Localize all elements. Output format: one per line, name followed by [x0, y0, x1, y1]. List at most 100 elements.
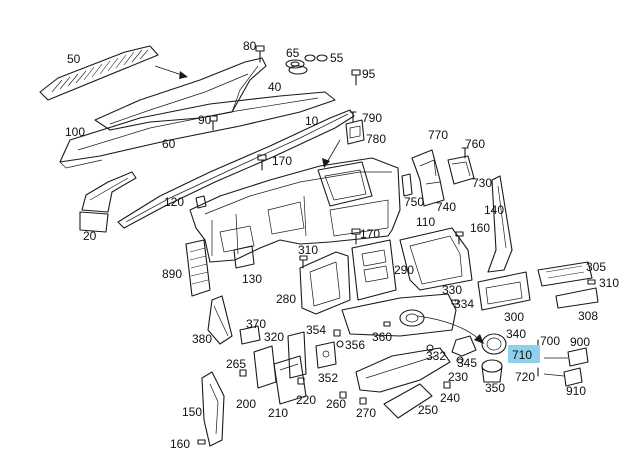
- part-910-module: [543, 367, 583, 387]
- label-240: 240: [440, 391, 460, 405]
- label-305: 305: [586, 260, 606, 274]
- label-360: 360: [372, 330, 392, 344]
- label-790: 790: [362, 111, 382, 125]
- part-305-grille: [537, 261, 593, 287]
- assembly-arrow-50: [154, 65, 188, 79]
- part-40-defroster-duct: [94, 57, 267, 131]
- part-280-center-frame: [299, 251, 351, 315]
- highlight-710: [508, 345, 540, 363]
- part-50-vent-panel: [39, 45, 159, 101]
- label-308: 308: [578, 309, 598, 323]
- label-80: 80: [243, 39, 257, 53]
- label-10: 10: [305, 114, 319, 128]
- part-310-screw-a: [299, 255, 308, 269]
- callout-labels: 50 80 65 55 95 40 790 90 10 100 770 780 …: [65, 39, 619, 451]
- part-230-lower-trim: [355, 347, 451, 393]
- label-356: 356: [345, 338, 365, 352]
- label-334: 334: [454, 297, 474, 311]
- part-345-clip: [456, 356, 464, 364]
- label-170b: 170: [360, 227, 380, 241]
- label-210: 210: [268, 406, 288, 420]
- part-210-panel: [273, 355, 307, 405]
- part-100-dash-cover: [59, 91, 336, 169]
- part-250-lower-cover: [383, 383, 433, 419]
- part-140-side-trim: [487, 175, 513, 273]
- label-330: 330: [442, 283, 462, 297]
- part-170-screw-a: [257, 154, 267, 171]
- label-780: 780: [366, 132, 386, 146]
- part-60-trim-strip: [117, 109, 355, 229]
- label-310b: 310: [599, 276, 619, 290]
- label-300: 300: [504, 310, 524, 324]
- label-760: 760: [465, 137, 485, 151]
- label-354: 354: [306, 323, 326, 337]
- part-750-bracket: [401, 173, 413, 197]
- part-120-clip: [195, 195, 207, 209]
- part-330-console-trim: [341, 293, 457, 337]
- label-750: 750: [404, 195, 424, 209]
- part-110-display-frame: [399, 227, 473, 291]
- label-20: 20: [83, 229, 97, 243]
- part-332-clip: [426, 344, 434, 352]
- label-332: 332: [426, 349, 446, 363]
- label-120: 120: [164, 195, 184, 209]
- label-720: 720: [515, 370, 535, 384]
- label-65: 65: [286, 46, 300, 60]
- part-80-screw: [255, 45, 265, 63]
- label-320: 320: [264, 330, 284, 344]
- label-280: 280: [276, 292, 296, 306]
- part-95-screw: [351, 69, 361, 86]
- part-220-clip: [297, 377, 305, 385]
- label-740: 740: [436, 200, 456, 214]
- part-360-screw: [383, 321, 391, 327]
- part-900-module: [544, 347, 589, 367]
- label-160b: 160: [170, 437, 190, 451]
- part-890-air-vent: [185, 239, 211, 297]
- part-20-end-cover: [79, 171, 137, 233]
- label-350: 350: [485, 381, 505, 395]
- label-340: 340: [506, 327, 526, 341]
- part-350-cup-holder: [481, 359, 503, 383]
- label-290: 290: [394, 263, 414, 277]
- label-265: 265: [226, 357, 246, 371]
- label-110: 110: [416, 215, 435, 229]
- part-320-panel: [287, 331, 307, 379]
- label-700: 700: [540, 334, 560, 348]
- part-310-screw-b: [587, 279, 596, 285]
- part-352-switch: [315, 341, 337, 369]
- label-60: 60: [162, 137, 176, 151]
- label-140: 140: [484, 203, 504, 217]
- part-170-screw-b: [351, 228, 361, 245]
- part-160-screw-b: [197, 439, 206, 445]
- part-55-clip: [304, 54, 328, 62]
- part-770-bracket: [411, 149, 445, 207]
- label-250: 250: [418, 403, 438, 417]
- label-730: 730: [472, 176, 492, 190]
- label-370: 370: [246, 317, 266, 331]
- label-40: 40: [268, 80, 282, 94]
- label-770: 770: [428, 128, 448, 142]
- label-710: 710: [512, 348, 532, 362]
- part-790-screw: [349, 111, 357, 123]
- part-270-clip: [359, 397, 367, 405]
- part-265-clip: [239, 369, 247, 377]
- part-200-bracket: [253, 345, 277, 389]
- part-65-washers: [285, 59, 308, 75]
- part-90-screw: [209, 115, 218, 131]
- part-370-bracket: [239, 325, 261, 345]
- part-356-clip: [336, 340, 344, 348]
- part-354-clip: [333, 329, 341, 337]
- part-340-cup-ring: [451, 333, 507, 357]
- label-150: 150: [182, 405, 202, 419]
- part-240-clip: [443, 381, 451, 389]
- label-170a: 170: [272, 154, 292, 168]
- label-345: 345: [457, 356, 477, 370]
- label-220: 220: [296, 393, 316, 407]
- part-130-bracket: [233, 245, 255, 269]
- label-910: 910: [566, 384, 586, 398]
- label-380: 380: [192, 332, 212, 346]
- part-308-plate: [555, 287, 599, 309]
- label-200: 200: [236, 397, 256, 411]
- part-334-screw: [451, 299, 459, 305]
- label-160a: 160: [470, 221, 490, 235]
